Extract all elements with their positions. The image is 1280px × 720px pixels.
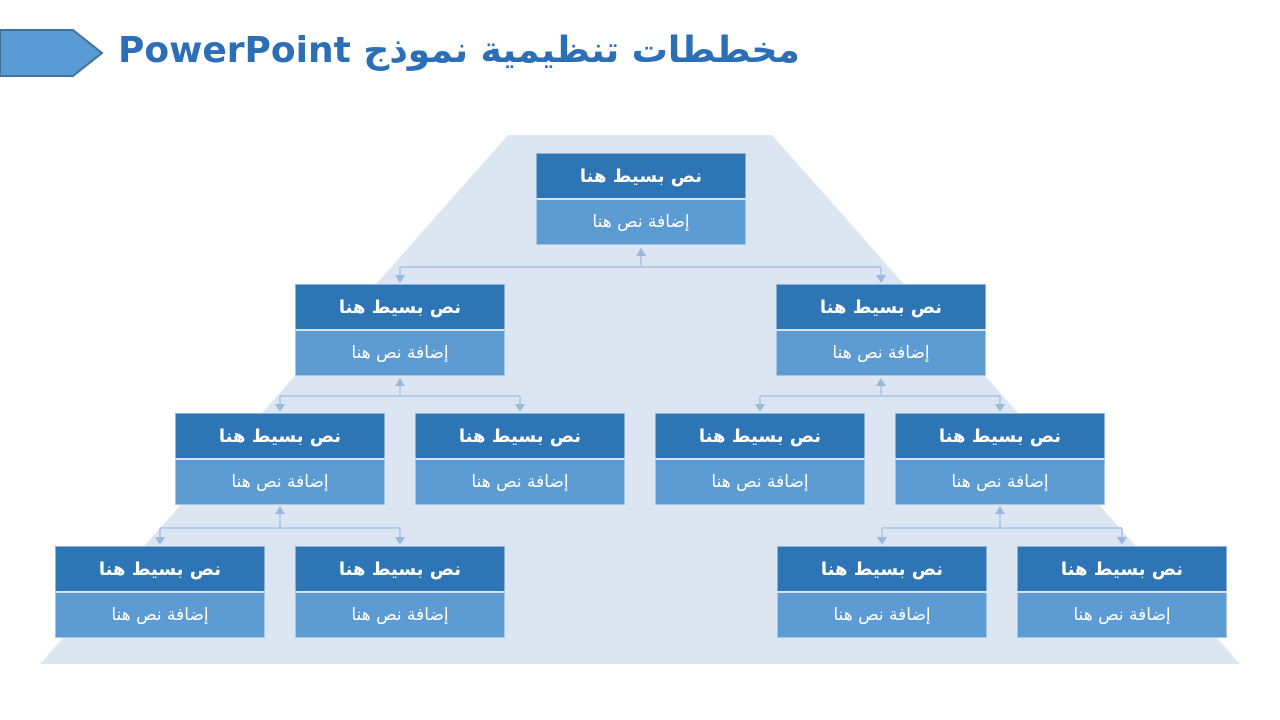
org-node-title[interactable]: نص بسيط هنا [1017,546,1227,591]
org-node-l4-d[interactable]: نص بسيط هنا إضافة نص هنا [1017,546,1227,638]
org-node-title[interactable]: نص بسيط هنا [415,413,625,458]
org-node-title[interactable]: نص بسيط هنا [776,284,986,329]
org-node-l3-b[interactable]: نص بسيط هنا إضافة نص هنا [415,413,625,505]
org-node-subtitle[interactable]: إضافة نص هنا [895,458,1105,505]
org-node-title[interactable]: نص بسيط هنا [777,546,987,591]
org-node-l2-left[interactable]: نص بسيط هنا إضافة نص هنا [295,284,505,376]
org-node-l3-a[interactable]: نص بسيط هنا إضافة نص هنا [175,413,385,505]
org-node-title[interactable]: نص بسيط هنا [895,413,1105,458]
org-node-title[interactable]: نص بسيط هنا [536,153,746,198]
org-node-subtitle[interactable]: إضافة نص هنا [1017,591,1227,638]
org-node-l3-d[interactable]: نص بسيط هنا إضافة نص هنا [895,413,1105,505]
org-node-title[interactable]: نص بسيط هنا [295,546,505,591]
pentagon-arrow-right-icon [0,29,104,77]
org-node-l2-right[interactable]: نص بسيط هنا إضافة نص هنا [776,284,986,376]
org-node-subtitle[interactable]: إضافة نص هنا [776,329,986,376]
org-node-l4-c[interactable]: نص بسيط هنا إضافة نص هنا [777,546,987,638]
org-node-subtitle[interactable]: إضافة نص هنا [655,458,865,505]
org-node-subtitle[interactable]: إضافة نص هنا [777,591,987,638]
org-node-subtitle[interactable]: إضافة نص هنا [415,458,625,505]
org-node-root[interactable]: نص بسيط هنا إضافة نص هنا [536,153,746,245]
org-node-subtitle[interactable]: إضافة نص هنا [536,198,746,245]
slide-title: مخططات تنظيمية نموذج PowerPoint [118,30,800,71]
org-node-subtitle[interactable]: إضافة نص هنا [295,329,505,376]
org-node-l4-a[interactable]: نص بسيط هنا إضافة نص هنا [55,546,265,638]
org-node-title[interactable]: نص بسيط هنا [175,413,385,458]
org-node-l3-c[interactable]: نص بسيط هنا إضافة نص هنا [655,413,865,505]
org-node-subtitle[interactable]: إضافة نص هنا [175,458,385,505]
org-node-title[interactable]: نص بسيط هنا [655,413,865,458]
org-node-subtitle[interactable]: إضافة نص هنا [295,591,505,638]
org-node-subtitle[interactable]: إضافة نص هنا [55,591,265,638]
org-node-title[interactable]: نص بسيط هنا [55,546,265,591]
org-node-title[interactable]: نص بسيط هنا [295,284,505,329]
org-node-l4-b[interactable]: نص بسيط هنا إضافة نص هنا [295,546,505,638]
connector-arrowheads [155,248,1127,545]
